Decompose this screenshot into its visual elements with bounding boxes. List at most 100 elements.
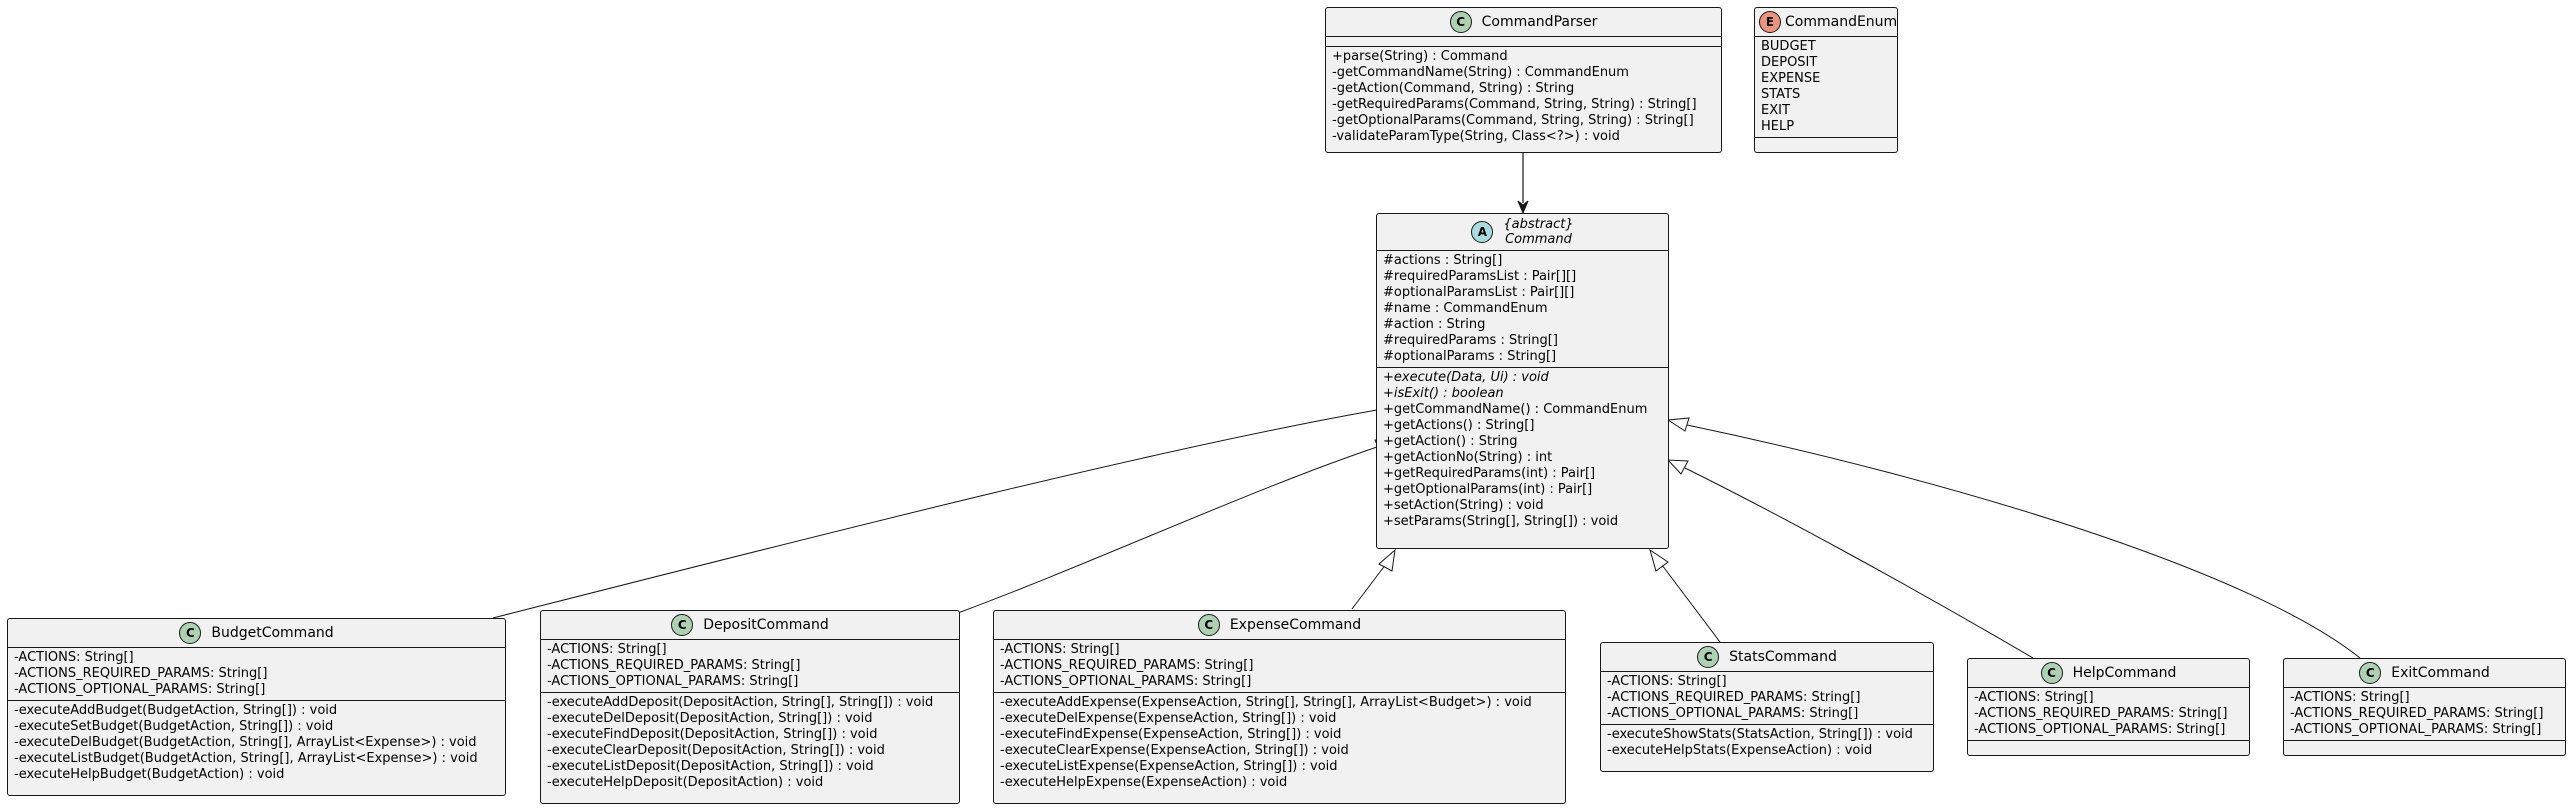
class-c-icon: C: [179, 622, 202, 644]
fields-section: [1326, 37, 1721, 47]
methods-section: -executeAddExpense(ExpenseAction, String…: [994, 693, 1565, 793]
method: -executeSetBudget(BudgetAction, String[]…: [14, 719, 334, 734]
dependency-arrowhead: [1517, 200, 1529, 215]
field: -ACTIONS_OPTIONAL_PARAMS: String[]: [1000, 674, 1252, 689]
field: #actions : String[]: [1383, 253, 1503, 268]
inheritance-arrow-stats: [1649, 548, 1669, 572]
fields-section: #actions : String[] #requiredParamsList …: [1377, 251, 1668, 368]
field: -ACTIONS_REQUIRED_PARAMS: String[]: [1607, 690, 1861, 705]
field: -ACTIONS_REQUIRED_PARAMS: String[]: [2290, 706, 2544, 721]
method: +getCommandName() : CommandEnum: [1383, 402, 1648, 417]
method: +getOptionalParams(int) : Pair[]: [1383, 482, 1593, 497]
field: -ACTIONS: String[]: [1974, 690, 2094, 705]
class-name: ExitCommand: [2391, 665, 2490, 681]
enum-commandenum[interactable]: E CommandEnum BUDGET DEPOSIT EXPENSE STA…: [1754, 7, 1898, 153]
inheritance-arrow-exit: [1666, 417, 1690, 432]
method: -executeClearExpense(ExpenseAction, Stri…: [1000, 743, 1349, 758]
class-depositcommand[interactable]: C DepositCommand -ACTIONS: String[] -ACT…: [540, 610, 960, 804]
class-c-icon: C: [671, 614, 694, 636]
method: -executeHelpBudget(BudgetAction) : void: [14, 767, 285, 782]
inheritance-line-budget: [492, 409, 1378, 619]
class-header: C StatsCommand: [1601, 643, 1933, 672]
fields-section: -ACTIONS: String[] -ACTIONS_REQUIRED_PAR…: [1601, 672, 1933, 725]
class-c-icon: C: [1697, 646, 1720, 668]
field: #name : CommandEnum: [1383, 301, 1548, 316]
method: -validateParamType(String, Class<?>) : v…: [1332, 129, 1620, 144]
method: -executeHelpDeposit(DepositAction) : voi…: [547, 775, 824, 790]
method: -executeFindExpense(ExpenseAction, Strin…: [1000, 727, 1342, 742]
methods-section: +execute(Data, Ui) : void +isExit() : bo…: [1377, 368, 1668, 532]
field: -ACTIONS_OPTIONAL_PARAMS: String[]: [1974, 722, 2226, 737]
class-name: Command: [1505, 232, 1572, 247]
fields-section: -ACTIONS: String[] -ACTIONS_REQUIRED_PAR…: [541, 640, 959, 693]
field: -ACTIONS: String[]: [1000, 642, 1120, 657]
class-name: BudgetCommand: [211, 625, 334, 641]
class-c-icon: C: [2359, 662, 2382, 684]
class-header: C DepositCommand: [541, 611, 959, 640]
field: -ACTIONS: String[]: [1607, 674, 1727, 689]
class-name: DepositCommand: [703, 617, 829, 633]
inheritance-line-help: [1684, 467, 2034, 659]
enum-value: DEPOSIT: [1761, 55, 1818, 70]
abstract-method: +isExit() : boolean: [1383, 386, 1504, 401]
field: #requiredParamsList : Pair[][]: [1383, 269, 1577, 284]
method: -executeAddBudget(BudgetAction, String[]…: [14, 703, 338, 718]
fields-section: -ACTIONS: String[] -ACTIONS_REQUIRED_PAR…: [1968, 688, 2249, 741]
inheritance-line-exit: [1686, 424, 2361, 659]
method: +getAction() : String: [1383, 434, 1518, 449]
method: -executeListBudget(BudgetAction, String[…: [14, 751, 478, 766]
methods-section: -executeAddDeposit(DepositAction, String…: [541, 693, 959, 793]
inheritance-arrow-expense: [1378, 548, 1396, 572]
inheritance-arrow-help: [1666, 459, 1689, 475]
method: -getOptionalParams(Command, String, Stri…: [1332, 113, 1694, 128]
enum-value: BUDGET: [1761, 39, 1816, 54]
enum-e-icon: E: [1759, 11, 1781, 33]
field: -ACTIONS_OPTIONAL_PARAMS: String[]: [14, 682, 266, 697]
method: +getActions() : String[]: [1383, 418, 1535, 433]
field: -ACTIONS_REQUIRED_PARAMS: String[]: [547, 658, 801, 673]
class-header: A {abstract} Command: [1377, 214, 1668, 251]
fields-section: -ACTIONS: String[] -ACTIONS_REQUIRED_PAR…: [8, 648, 505, 701]
field: -ACTIONS_REQUIRED_PARAMS: String[]: [14, 666, 268, 681]
field: -ACTIONS_OPTIONAL_PARAMS: String[]: [1607, 706, 1859, 721]
class-command[interactable]: A {abstract} Command #actions : String[]…: [1376, 213, 1669, 549]
method: -executeListExpense(ExpenseAction, Strin…: [1000, 759, 1338, 774]
method: +setAction(String) : void: [1383, 498, 1544, 513]
enum-value: HELP: [1761, 119, 1795, 134]
field: -ACTIONS: String[]: [14, 650, 134, 665]
method: -executeDelBudget(BudgetAction, String[]…: [14, 735, 477, 750]
inheritance-line-stats: [1661, 564, 1721, 643]
field: #optionalParamsList : Pair[][]: [1383, 285, 1575, 300]
field: -ACTIONS_OPTIONAL_PARAMS: String[]: [2290, 722, 2542, 737]
method: -executeFindDeposit(DepositAction, Strin…: [547, 727, 878, 742]
inheritance-line-expense: [1351, 563, 1387, 610]
class-statscommand[interactable]: C StatsCommand -ACTIONS: String[] -ACTIO…: [1600, 642, 1934, 772]
method: -getAction(Command, String) : String: [1332, 81, 1575, 96]
class-budgetcommand[interactable]: C BudgetCommand -ACTIONS: String[] -ACTI…: [7, 618, 506, 796]
methods-section: -executeShowStats(StatsAction, String[])…: [1601, 725, 1933, 761]
abstract-method: +execute(Data, Ui) : void: [1383, 370, 1549, 385]
method: -executeShowStats(StatsAction, String[])…: [1607, 727, 1913, 742]
class-header: C ExitCommand: [2284, 659, 2565, 688]
methods-section: [1968, 741, 2249, 750]
class-c-icon: C: [1197, 614, 1220, 636]
fields-section: -ACTIONS: String[] -ACTIONS_REQUIRED_PAR…: [2284, 688, 2565, 741]
enum-methods-section: [1755, 138, 1897, 147]
class-name: StatsCommand: [1729, 649, 1837, 665]
method: -executeHelpStats(ExpenseAction) : void: [1607, 743, 1873, 758]
class-expensecommand[interactable]: C ExpenseCommand -ACTIONS: String[] -ACT…: [993, 610, 1566, 804]
class-name: ExpenseCommand: [1229, 617, 1362, 633]
class-exitcommand[interactable]: C ExitCommand -ACTIONS: String[] -ACTION…: [2283, 658, 2566, 756]
field: -ACTIONS_REQUIRED_PARAMS: String[]: [1974, 706, 2228, 721]
fields-section: -ACTIONS: String[] -ACTIONS_REQUIRED_PAR…: [994, 640, 1565, 693]
method: +getRequiredParams(int) : Pair[]: [1383, 466, 1596, 481]
class-c-icon: C: [2040, 662, 2063, 684]
method: +parse(String) : Command: [1332, 49, 1508, 64]
field: -ACTIONS: String[]: [2290, 690, 2410, 705]
class-commandparser[interactable]: C CommandParser +parse(String) : Command…: [1325, 7, 1722, 153]
enum-value: EXIT: [1761, 103, 1790, 118]
class-helpcommand[interactable]: C HelpCommand -ACTIONS: String[] -ACTION…: [1967, 658, 2250, 756]
methods-section: -executeAddBudget(BudgetAction, String[]…: [8, 701, 505, 785]
class-header: C HelpCommand: [1968, 659, 2249, 688]
enum-value: STATS: [1761, 87, 1801, 102]
